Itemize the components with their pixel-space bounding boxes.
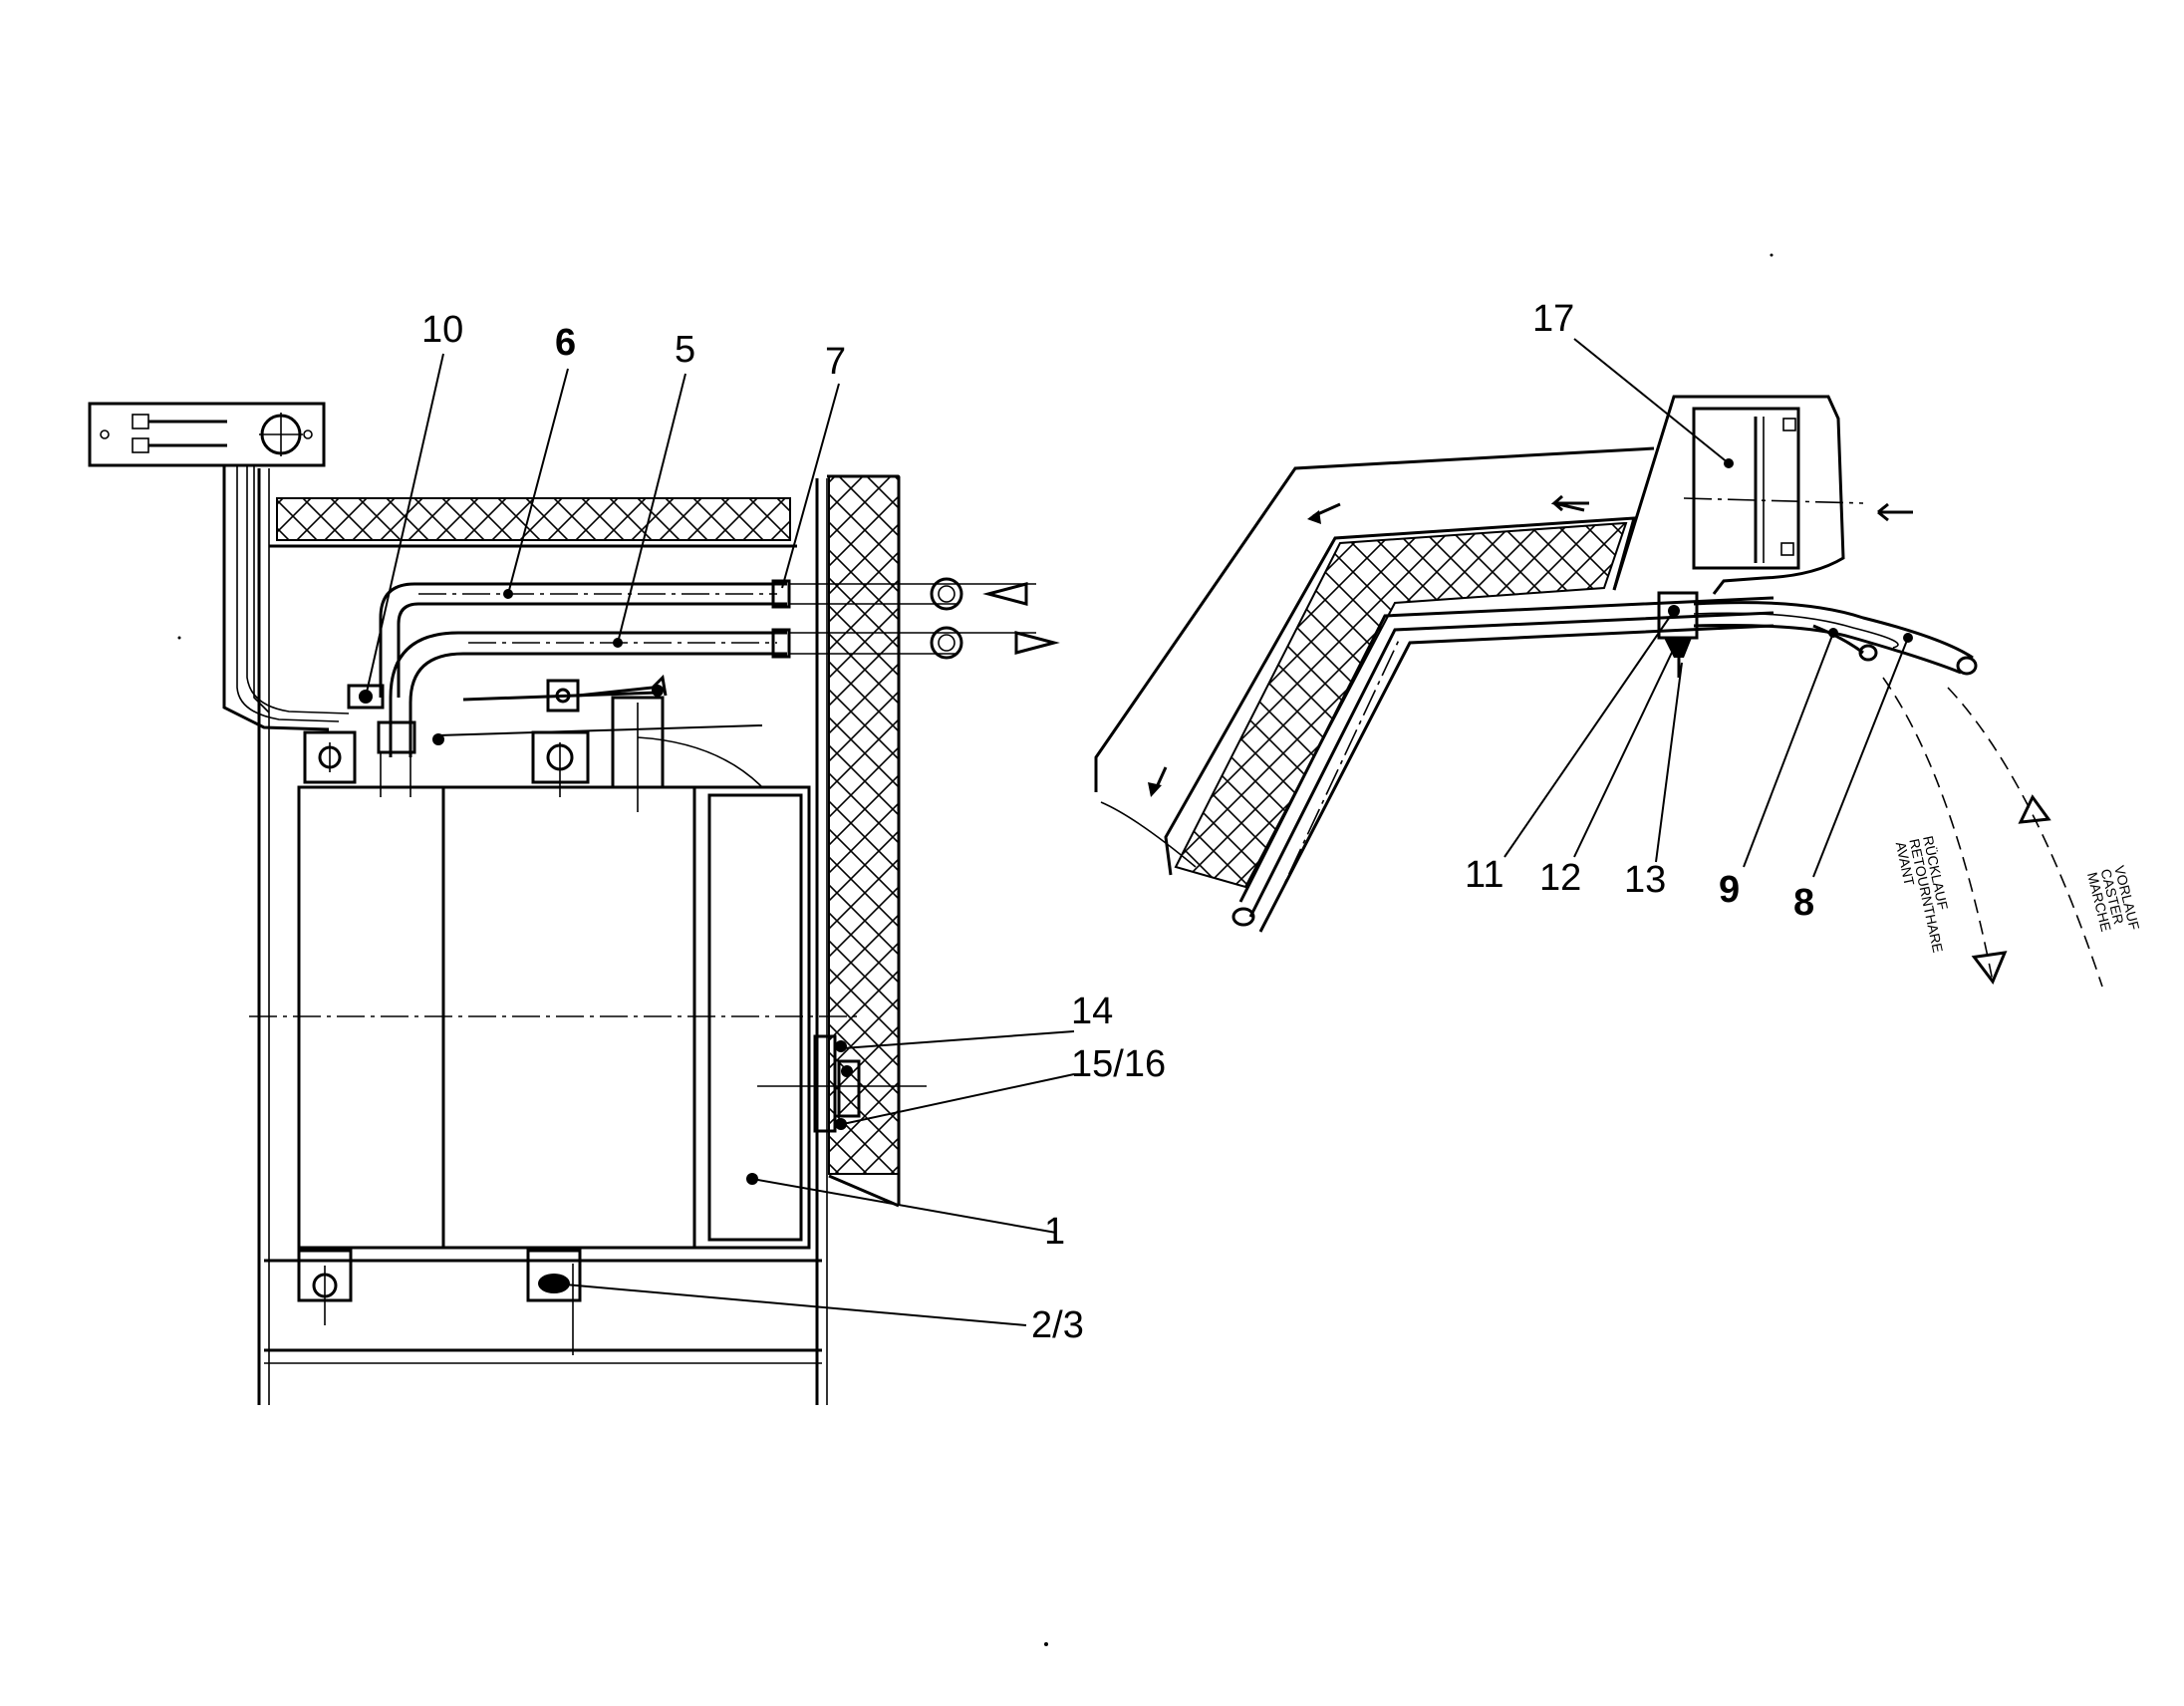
return-flow-text: RÜCKLAUF RETOURNTHARE AVANT <box>1893 834 1953 954</box>
control-linkage <box>462 674 668 712</box>
wall-insulation <box>827 474 901 1208</box>
speck <box>1770 253 1774 257</box>
flow-lines <box>1882 677 2103 988</box>
supply-flow-text: VORLAUF CASTER MARCHE <box>2084 864 2143 934</box>
callout-1: 1 <box>1044 1211 1065 1253</box>
right-duct-assembly: RÜCKLAUF RETOURNTHARE AVANT VORLAUF CAST… <box>1094 298 2143 988</box>
left-leaders <box>365 353 1075 1326</box>
callout-8: 8 <box>1793 882 1814 924</box>
top-insulation <box>276 497 791 541</box>
callout-6: 6 <box>555 322 576 364</box>
heater-unit-17 <box>1612 395 1864 595</box>
callout-13: 13 <box>1624 859 1666 901</box>
air-duct <box>1094 446 1978 933</box>
speck <box>177 636 181 640</box>
callout-2-3: 2/3 <box>1031 1304 1084 1346</box>
right-leaders <box>1503 338 1913 878</box>
callout-7: 7 <box>825 341 846 383</box>
callout-5: 5 <box>675 329 695 371</box>
heater-body <box>249 785 927 1250</box>
coolant-pipes <box>347 577 1060 797</box>
switch-panel <box>88 402 326 467</box>
speck <box>1044 1642 1048 1646</box>
callout-15-16: 15/16 <box>1071 1043 1166 1085</box>
left-heater-assembly: 10 6 5 7 14 15/16 1 2/3 <box>88 309 1166 1405</box>
callout-9: 9 <box>1719 869 1740 911</box>
callout-17: 17 <box>1532 298 1574 340</box>
side-bracket <box>813 1034 861 1133</box>
callout-10: 10 <box>421 309 463 351</box>
callout-14: 14 <box>1071 991 1113 1032</box>
callout-11: 11 <box>1465 854 1503 896</box>
housing-frame <box>257 468 828 1405</box>
flow-arrows <box>1148 494 1913 797</box>
callout-12: 12 <box>1539 857 1581 899</box>
top-brackets <box>303 696 665 812</box>
outline-arc <box>637 736 763 788</box>
